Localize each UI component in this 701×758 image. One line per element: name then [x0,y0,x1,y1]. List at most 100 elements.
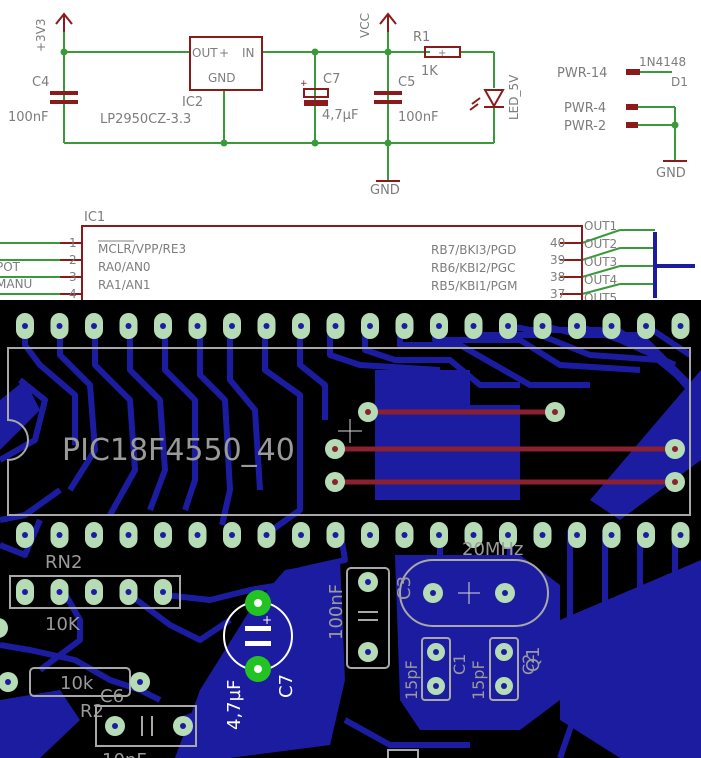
crystal-name: Q1 [523,646,544,672]
ic-pad-bottom-9 [292,522,310,548]
pwr-pin-stubs [626,69,638,128]
crystal-crosshair [458,582,480,604]
ic-pad-bottom-10 [326,522,345,548]
c5-value: 100nF [398,110,439,125]
ic1-right-nets: OUT1 OUT2 OUT3 OUT4 OUT5 [584,219,617,305]
c5-pcb-pads [358,572,378,662]
label-gnd-main: GND [370,183,400,198]
rn2-pad-4 [119,579,138,605]
top-copper-traces [335,409,675,485]
ic-pad-top-20 [671,313,690,339]
resistor-r1 [424,46,461,58]
ic-pads-top-row [16,313,690,339]
net-out1: OUT1 [584,219,617,233]
ic1-right-pin-numbers: 40 39 38 37 [550,236,565,301]
ic-pad-top-1 [16,313,34,339]
c2-name: C2 [519,654,538,675]
ic-pad-bottom-19 [637,522,655,548]
schematic-panel: +3V3 VCC GND GND C4 100nF OUT + IN GND I… [0,0,701,305]
pcb-panel: PIC18F4550_40 RN2 10K 10k R2 C6 10nF [0,300,701,758]
svg-text:+: + [262,613,272,627]
ic-pad-bottom-17 [568,522,586,548]
c1-pads [427,643,445,695]
c5-pcb-value: 100nF [326,584,347,640]
ic2-pin-in: IN [242,46,255,60]
net-out2: OUT2 [584,237,617,251]
c1-outline [421,637,451,701]
c6-pads [105,716,193,736]
ic-pad-bottom-7 [223,522,241,548]
ic-pad-top-3 [85,313,103,339]
pwr-label-2: PWR-2 [564,119,606,134]
crystal-outline [399,559,549,627]
ic-pad-top-13 [430,313,448,339]
ic-pads-bottom-row [16,522,690,548]
r1-name: R1 [413,30,430,45]
ic2-part: LP2950CZ-3.3 [100,112,191,127]
rn2-pad-2 [50,579,69,605]
pin-name-40: RB7/BKI3/PGD [431,243,516,257]
c3-name: C3 [394,576,415,600]
ic1-left-pins [60,242,82,295]
c4-name: C4 [32,75,49,90]
ic1-left-pin-names: MCLR/VPP/RE3 RA0/AN0 RA1/AN1 [98,240,186,292]
ic-pad-bottom-2 [50,522,69,548]
c4-value: 100nF [8,110,49,125]
c7-name: C7 [323,72,340,87]
rn2-pad-3 [85,579,103,605]
label-vcc: VCC [358,13,372,38]
net-manu: MANU [0,277,32,291]
ic-pad-top-11 [361,313,379,339]
ic2-pin-out: OUT [192,46,218,60]
ic-pad-top-15 [499,313,517,339]
r1-value: 1K [421,64,438,79]
d1-name: D1 [671,75,688,89]
pin-name-2: RA0/AN0 [98,260,151,274]
rn2-pads [16,579,172,605]
label-gnd-right: GND [656,166,686,181]
ic-pad-top-5 [154,313,172,339]
c6-name: C6 [100,686,124,707]
ic-pad-top-18 [602,313,621,339]
net-out4: OUT4 [584,273,617,287]
ic-pad-bottom-1 [16,522,34,548]
c7-pads [245,590,271,682]
c1-name: C1 [450,654,469,675]
ic-pad-top-17 [568,313,586,339]
ic1-left-pin-numbers: 1 2 3 4 [69,236,77,301]
ic-pad-bottom-5 [154,522,172,548]
r1-plus: + [438,48,446,59]
rn2-name: RN2 [45,552,82,573]
ic-pad-bottom-20 [671,522,690,548]
ic1-name: IC1 [84,210,105,225]
svg-text:+: + [300,79,308,89]
pin-num-3: 3 [69,270,77,284]
ic-pad-bottom-13 [430,522,448,548]
ic1-left-nets: POT MANU [0,260,32,291]
ic-pad-top-10 [326,313,345,339]
ic-pad-top-6 [188,313,207,339]
ic2-body [189,36,263,91]
ic-pad-bottom-16 [533,522,552,548]
ic-pad-bottom-15 [499,522,517,548]
ic2-name: IC2 [182,95,203,110]
c7-symbol: + [245,613,272,646]
led-symbol [469,89,505,111]
ic-pad-top-2 [50,313,69,339]
ic-pad-bottom-8 [257,522,276,548]
rn2-pad-5 [154,579,172,605]
ic-pad-bottom-11 [361,522,379,548]
origin-crosshair [338,419,362,443]
c5-name: C5 [398,75,415,90]
c2-value: 15pF [469,660,488,700]
ic-pad-top-8 [257,313,276,339]
pwr-label-4: PWR-4 [564,101,606,116]
capacitor-c7-schematic: + [300,79,329,106]
crystal-pads [423,583,515,603]
ic-pad-top-19 [637,313,655,339]
rn2-value: 10K [45,614,81,635]
pin-num-1: 1 [69,236,77,250]
crystal-value: 20MHz [462,539,523,560]
pic-chip-label: PIC18F4550_40 [62,433,295,468]
